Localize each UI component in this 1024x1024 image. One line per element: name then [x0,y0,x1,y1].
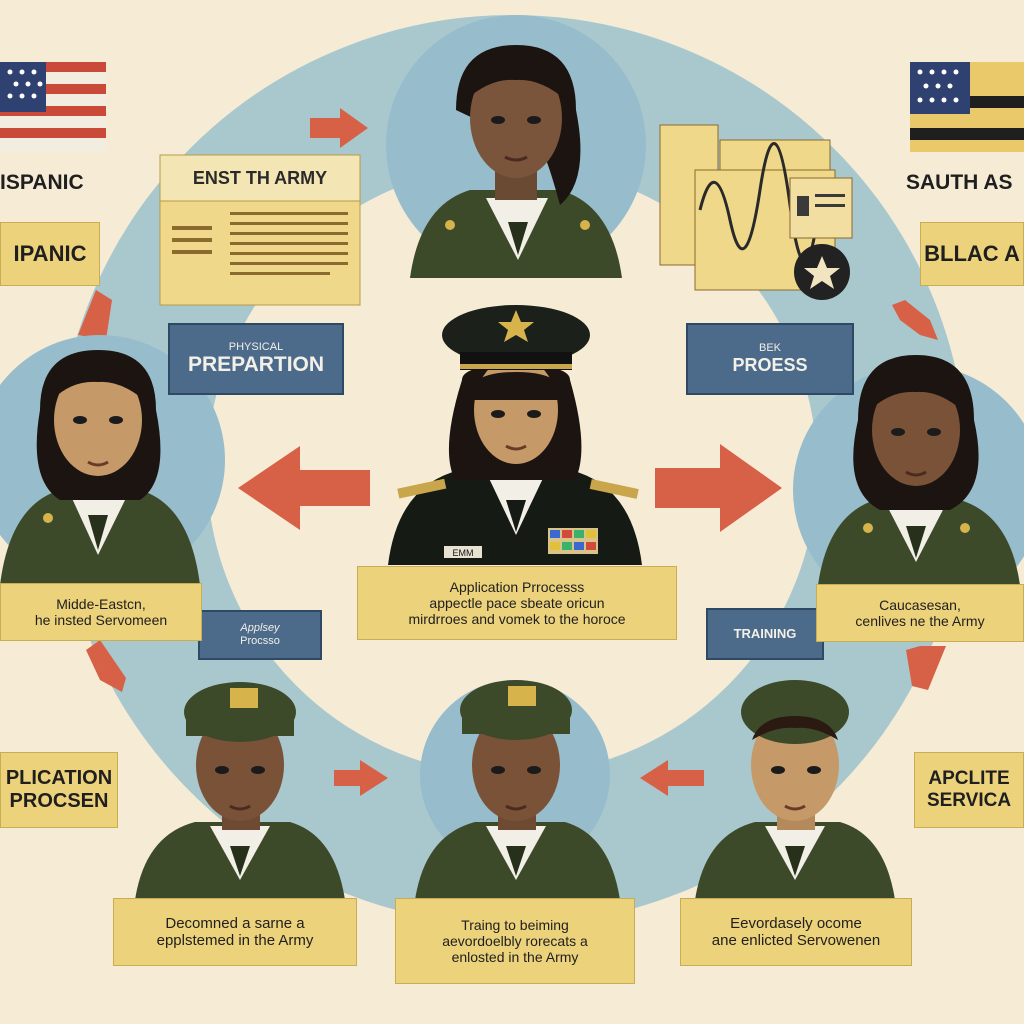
corner-label-bottom-right: APCLITE SERVICA [914,752,1024,828]
stage-label-physical-main: PREPARTION [187,353,325,377]
stage-label-physical: PHYSICAL PREPARTION [168,323,344,395]
caption-bottom-left: Decomned a sarne a epplstemed in the Arm… [113,898,357,966]
stage-label-apply-small: Applsey [240,622,280,635]
us-flag-icon [0,62,106,152]
svg-text:EMM: EMM [453,548,474,558]
soldier-figure-top [410,45,622,278]
stage-label-bek: BEK PROESS [686,323,854,395]
corner-label-top-left-2: IPANIC [0,222,100,286]
corner-label-bottom-left: PLICATION PROCSEN [0,752,118,828]
soldier-figure-bottom-center [415,680,620,900]
stage-label-apply: Applsey Procsso [198,610,322,660]
stage-label-bek-small: BEK [758,342,781,355]
soldier-figure-bottom-right [695,680,895,900]
corner-label-top-right-1: SAUTH AS [906,170,1013,194]
soldier-figure-right [818,355,1020,585]
caption-right: Caucasesan, cenlives ne the Army [816,584,1024,642]
officer-nametag: EMM [444,546,482,558]
document-header: ENST TH ARMY [192,167,328,188]
corner-label-top-left-1: ISPANIC [0,170,84,194]
corner-label-top-right-2: BLLAC A [920,222,1024,286]
caption-left: Midde-Eastcn, he insted Servomeen [0,583,202,641]
stage-label-training: TRAINING [706,608,824,660]
caption-center: Application Prrocesss appectle pace sbea… [357,566,677,640]
officer-figure-center [388,305,642,565]
arrow-icon [78,108,946,796]
caption-bottom-center: Traing to beiming aevordoelbly rorecats … [395,898,635,984]
stage-label-bek-main: PROESS [732,354,808,375]
caption-bottom-right: Eevordasely ocome ane enlicted Servowene… [680,898,912,966]
soldier-figure-left [0,350,200,585]
stripe-flag-icon [910,62,1024,152]
soldier-figure-bottom-left [135,682,345,900]
star-badge-icon [794,244,850,300]
stage-label-physical-small: PHYSICAL [228,340,284,353]
stage-label-apply-main: Procsso [240,635,280,647]
document-icon [159,154,361,306]
